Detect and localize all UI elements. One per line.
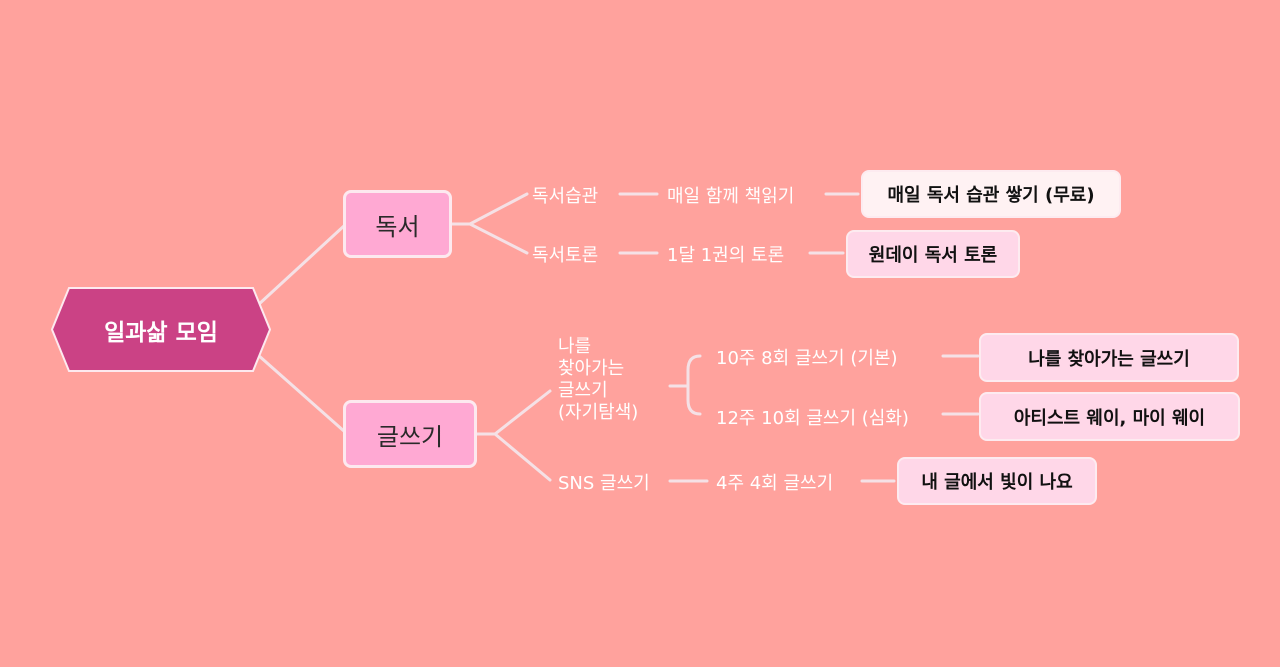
connector-reading-discussion	[468, 222, 529, 255]
detail-writing-basic: 10주 8회 글쓰기 (기본)	[716, 348, 898, 369]
program-writing-sns: 내 글에서 빛이 나요	[897, 457, 1097, 505]
program-writing-basic: 나를 찾아가는 글쓰기	[979, 333, 1239, 382]
topic-writing-selfsearch-line-3: 글쓰기	[558, 380, 608, 401]
program-reading-discussion: 원데이 독서 토론	[846, 230, 1020, 278]
detail-writing-sns: 4주 4회 글쓰기	[716, 473, 834, 494]
connector-root-writing	[256, 353, 347, 434]
root-hexagon	[51, 287, 271, 372]
detail-reading-habit: 매일 함께 책읽기	[667, 186, 795, 207]
connector-root-reading	[256, 223, 347, 307]
topic-reading-habit: 독서습관	[532, 186, 599, 207]
root-label: 일과삶 모임	[104, 319, 218, 346]
branch-reading: 독서	[343, 190, 452, 258]
program-reading-habit: 매일 독서 습관 쌓기 (무료)	[861, 170, 1121, 218]
program-writing-advanced: 아티스트 웨이, 마이 웨이	[979, 392, 1240, 441]
connector-reading-habit	[450, 192, 529, 226]
topic-writing-sns: SNS 글쓰기	[558, 473, 650, 494]
branch-writing: 글쓰기	[343, 400, 477, 468]
topic-writing-selfsearch-line-2: 찾아가는	[558, 358, 625, 379]
topic-writing-selfsearch: 나를 찾아가는 글쓰기 (자기탐색)	[558, 336, 638, 424]
connector-writing-selfsearch	[475, 389, 552, 436]
connector-selfsearch-bracket	[668, 354, 702, 416]
topic-reading-discussion: 독서토론	[532, 245, 599, 266]
topic-writing-selfsearch-line-1: 나를	[558, 336, 592, 357]
detail-reading-discussion: 1달 1권의 토론	[667, 245, 785, 266]
connector-writing-sns	[493, 432, 552, 482]
detail-writing-advanced: 12주 10회 글쓰기 (심화)	[716, 408, 909, 429]
root-node: 일과삶 모임	[51, 286, 271, 373]
topic-writing-selfsearch-line-4: (자기탐색)	[558, 402, 639, 423]
